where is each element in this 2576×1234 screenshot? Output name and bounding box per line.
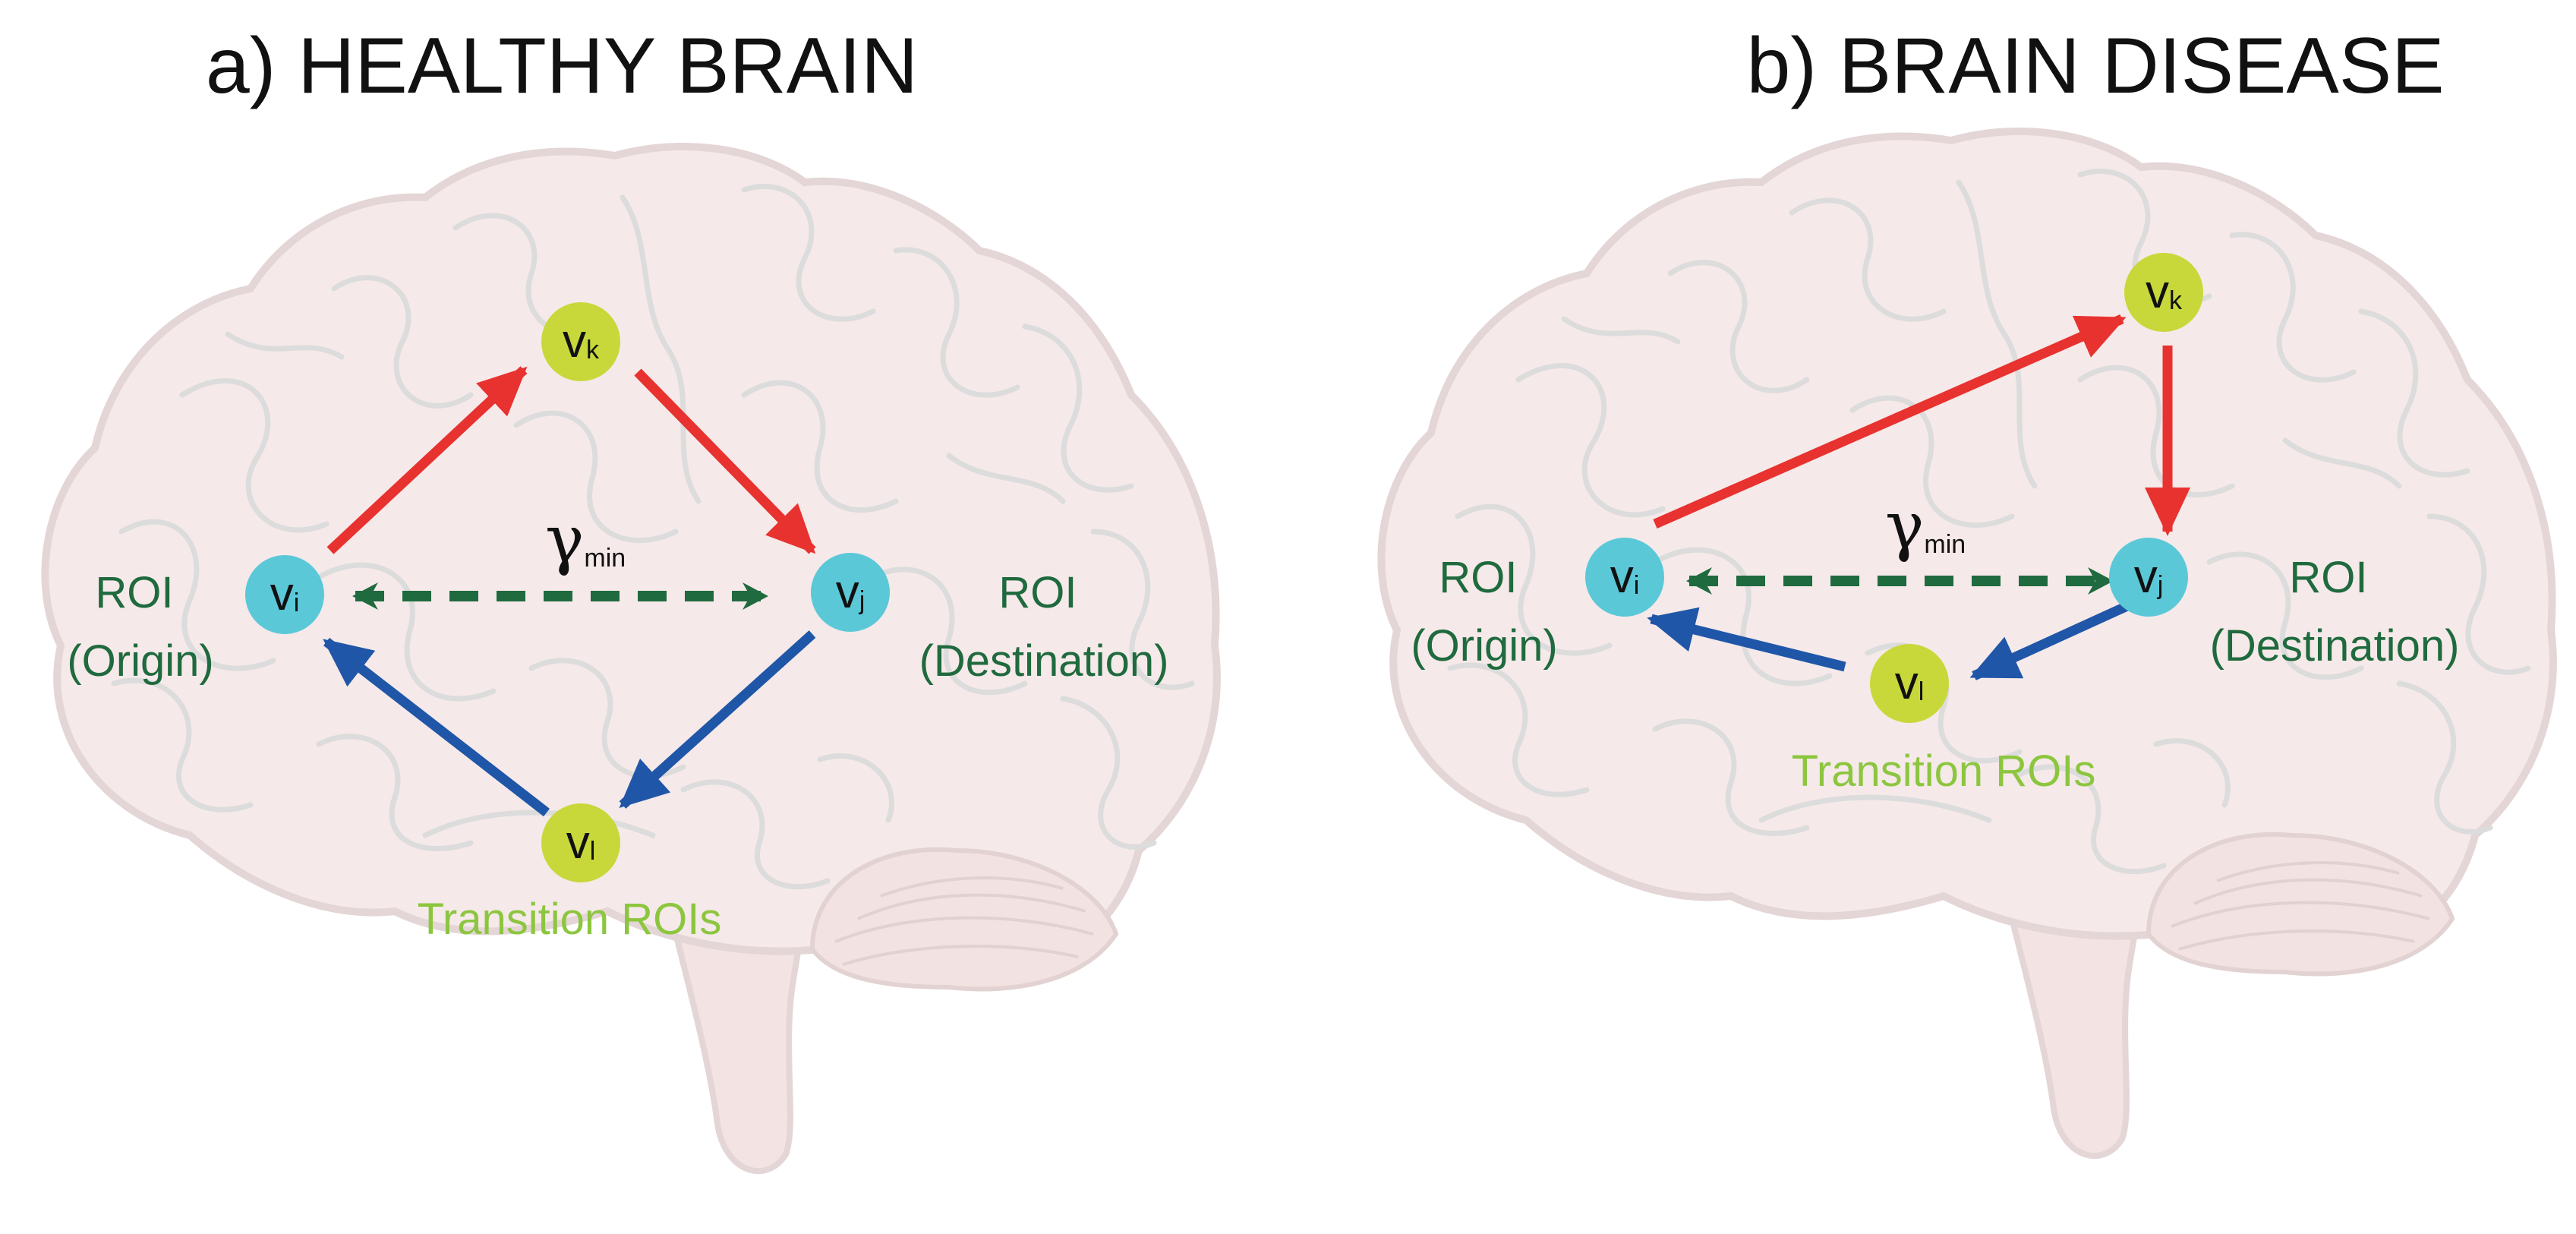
panel-b-title: b) BRAIN DISEASE <box>1747 22 2445 110</box>
svg-text:vl: vl <box>566 816 596 869</box>
red-arrow-vk-to-vj <box>634 368 816 554</box>
gamma-min-label-b: γmin <box>1885 488 1966 564</box>
svg-text:vj: vj <box>2134 551 2164 603</box>
node-vj-a: vj <box>811 553 890 632</box>
red-arrow-vi-to-vk <box>326 366 528 554</box>
node-vk-b: vk <box>2124 253 2203 332</box>
svg-text:vk: vk <box>2146 266 2183 318</box>
node-vl-a: vl <box>541 803 620 882</box>
panel-a-title: a) HEALTHY BRAIN <box>206 22 918 110</box>
panel-brain-disease: b) BRAIN DISEASE γmin vi vj vk vl <box>1381 22 2552 1156</box>
node-vj-b: vj <box>2109 538 2188 617</box>
roi-origin-label-b: ROI (Origin) <box>1411 553 1557 671</box>
gamma-min-label-a: γmin <box>545 502 626 578</box>
node-vi-a: vi <box>245 555 324 634</box>
blue-arrow-vj-to-vl-b <box>1969 597 2139 680</box>
blue-arrow-vl-to-vi <box>323 637 550 817</box>
gamma-subscript-b: min <box>1924 530 1966 559</box>
roi-destination-label-b: ROI (Destination) <box>2210 553 2460 671</box>
svg-text:vj: vj <box>836 566 865 618</box>
roi-destination-label-a: ROI (Destination) <box>919 568 1169 686</box>
svg-text:vi: vi <box>270 568 300 620</box>
gamma-symbol-a: γ <box>545 502 584 578</box>
node-vk-a: vk <box>541 302 620 381</box>
panel-healthy-brain: a) HEALTHY BRAIN γmin vi vj vk vl <box>45 22 1216 1171</box>
node-vl-b: vl <box>1870 644 1949 723</box>
red-arrow-vi-to-vk-b <box>1653 314 2127 529</box>
svg-text:vk: vk <box>563 315 600 368</box>
svg-text:vi: vi <box>1610 551 1640 603</box>
blue-arrow-vl-to-vi-b <box>1647 607 1846 672</box>
gamma-symbol-b: γ <box>1885 488 1924 564</box>
transition-rois-label-a: Transition ROIs <box>418 895 722 944</box>
blue-arrow-vj-to-vl <box>619 630 816 809</box>
transition-rois-label-b: Transition ROIs <box>1792 746 2096 796</box>
svg-text:vl: vl <box>1895 657 1925 709</box>
gamma-subscript-a: min <box>584 544 626 573</box>
roi-origin-label-a: ROI (Origin) <box>67 568 213 686</box>
node-vi-b: vi <box>1585 538 1664 617</box>
